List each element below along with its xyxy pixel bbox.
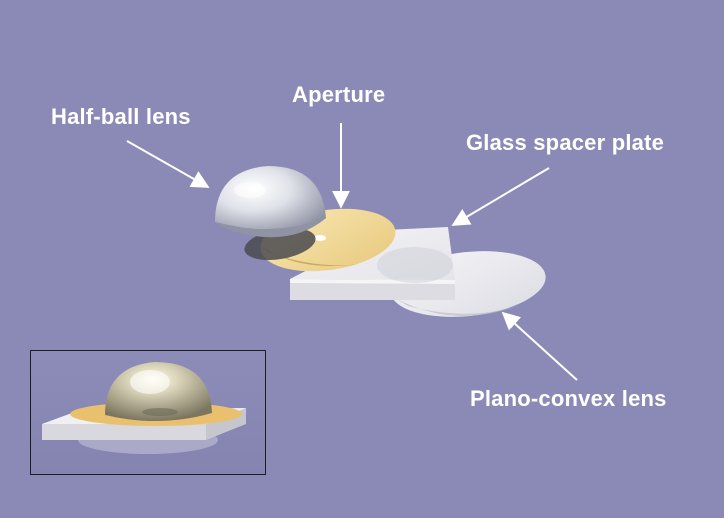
assembled-view-inset-drawing	[31, 351, 265, 474]
aperture-hole	[314, 235, 326, 241]
half-ball-lens-arrow	[126, 140, 210, 188]
aperture-label: Aperture	[292, 82, 386, 107]
half-ball-lens-label: Half-ball lens	[51, 104, 191, 129]
assembled-view-inset-frame	[30, 350, 266, 475]
glass-spacer-plate-label: Glass spacer plate	[466, 130, 665, 155]
half-ball-lens	[215, 166, 326, 261]
plano-convex-lens-arrow	[501, 311, 578, 381]
plano-convex-lens-label: Plano-convex lens	[470, 386, 667, 411]
glass-spacer-plate-arrow	[451, 167, 550, 226]
